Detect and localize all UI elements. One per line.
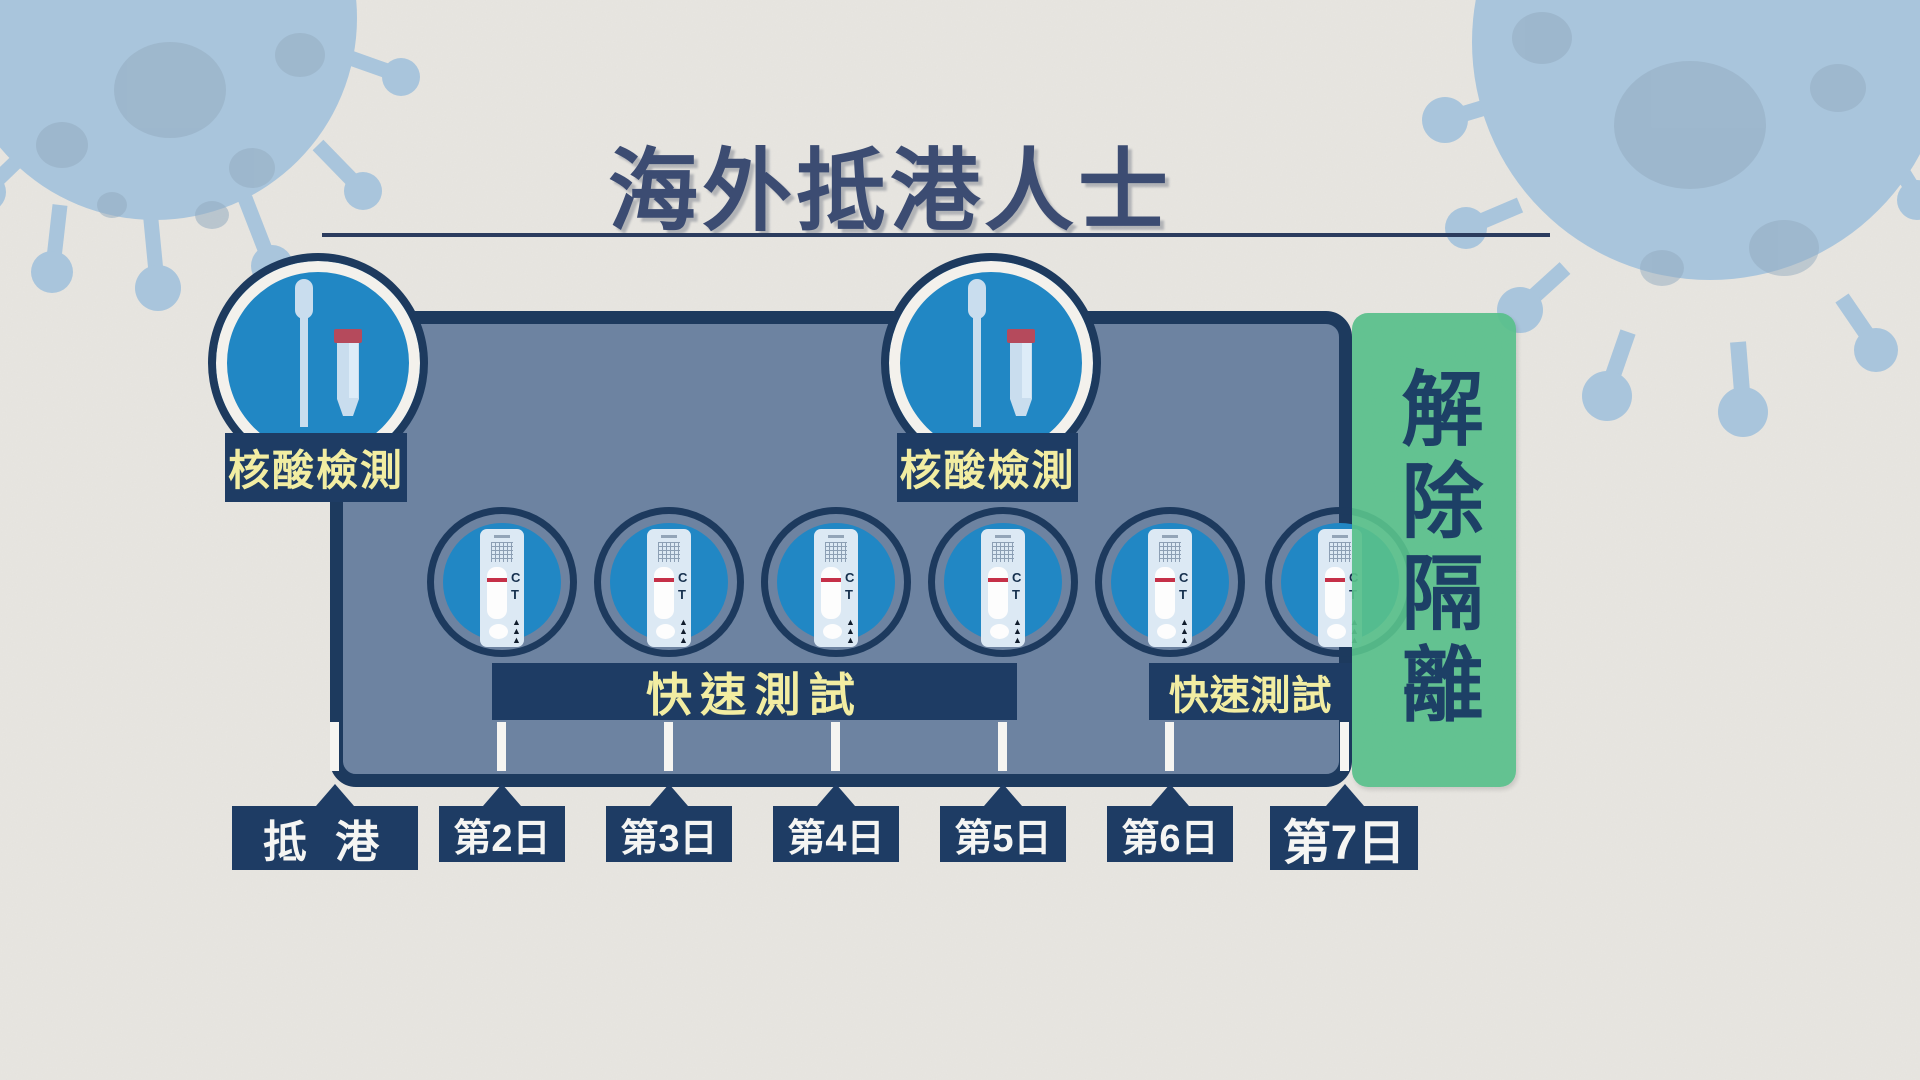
day-label-arrival: 抵 港 [232,806,418,870]
cassette-window [487,567,507,619]
arrow-marks-icon: ▲▲▲ [679,617,688,645]
swab-icon [300,301,308,427]
virus-corner-icon [1854,0,1920,64]
day-label-day2: 第2日 [439,806,565,862]
t-line-label: T [678,587,686,602]
timeline-tick-day5 [998,722,1007,771]
day-label-day6: 第6日 [1107,806,1233,862]
rapid-test-circle-day4: C T ▲▲▲ [761,507,911,657]
timeline-tick-day2 [497,722,506,771]
day-label-day7: 第7日 [1270,806,1418,870]
qr-code-icon [825,542,847,562]
sample-well [823,624,842,639]
qr-code-icon [1329,542,1351,562]
arrow-marks-icon: ▲▲▲ [512,617,521,645]
test-line [487,578,507,582]
day-pointer-arrival [316,784,354,806]
t-line-label: T [845,587,853,602]
c-line-label: C [511,570,521,585]
swab-icon [973,301,981,427]
arrow-marks-icon: ▲▲▲ [1180,617,1189,645]
nucleic-acid-test-label-day5: 核酸檢測 [897,433,1078,502]
c-line-label: C [1179,570,1189,585]
qr-code-icon [992,542,1014,562]
qr-code-icon [658,542,680,562]
title-underline [322,233,1550,237]
page-title: 海外抵港人士 [608,142,1172,242]
release-panel: 解除隔離 [1352,313,1516,787]
sample-well [1327,624,1346,639]
rapid-test-bar-days2-5: 快速測試 [492,663,1017,721]
swab-and-tube-icon [968,279,1035,427]
timeline-tick-day7 [1340,722,1349,771]
rapid-test-bar-days6-7: 快速測試 [1149,663,1352,720]
cassette-window [988,567,1008,619]
timeline-tick-day6 [1165,722,1174,771]
rapid-test-cassette-icon: C T ▲▲▲ [1148,529,1192,647]
rapid-test-cassette-icon: C T ▲▲▲ [480,529,524,647]
timeline-tick-arrival [330,722,339,771]
t-line-label: T [1179,587,1187,602]
rapid-test-cassette-icon: C T ▲▲▲ [814,529,858,647]
test-line [821,578,841,582]
day-pointer-day2 [483,784,521,806]
release-label: 解除隔離 [1389,366,1480,734]
rapid-test-circle-day3: C T ▲▲▲ [594,507,744,657]
day-pointer-day3 [650,784,688,806]
rapid-test-circle-day5: C T ▲▲▲ [928,507,1078,657]
arrow-marks-icon: ▲▲▲ [846,617,855,645]
test-line [1155,578,1175,582]
day-pointer-day5 [984,784,1022,806]
day-pointer-day4 [817,784,855,806]
cassette-window [1325,567,1345,619]
swab-and-tube-icon [295,279,362,427]
timeline-tick-day4 [831,722,840,771]
arrow-marks-icon: ▲▲▲ [1013,617,1022,645]
timeline-tick-day3 [664,722,673,771]
qr-code-icon [491,542,513,562]
test-tube-cap [1007,329,1035,343]
test-line [988,578,1008,582]
rapid-test-circle-day2: C T ▲▲▲ [427,507,577,657]
day-label-day3: 第3日 [606,806,732,862]
rapid-test-cassette-icon: C T ▲▲▲ [647,529,691,647]
day-pointer-day6 [1151,784,1189,806]
qr-code-icon [1159,542,1181,562]
sample-well [489,624,508,639]
cassette-window [1155,567,1175,619]
c-line-label: C [1012,570,1022,585]
test-tube-cap [334,329,362,343]
day-label-day5: 第5日 [940,806,1066,862]
t-line-label: T [511,587,519,602]
rapid-test-bar-label: 快速測試 [645,668,864,721]
rapid-test-circle-day6: C T ▲▲▲ [1095,507,1245,657]
test-line [1325,578,1345,582]
sample-well [656,624,675,639]
rapid-test-bar-label: 快速測試 [1168,673,1333,718]
rapid-test-cassette-icon: C T ▲▲▲ [981,529,1025,647]
c-line-label: C [845,570,855,585]
c-line-label: C [678,570,688,585]
day-label-day4: 第4日 [773,806,899,862]
sample-well [990,624,1009,639]
cassette-window [654,567,674,619]
day-pointer-day7 [1326,784,1364,806]
t-line-label: T [1012,587,1020,602]
sample-well [1157,624,1176,639]
cassette-window [821,567,841,619]
test-line [654,578,674,582]
nucleic-acid-test-label-arrival: 核酸檢測 [225,433,407,502]
